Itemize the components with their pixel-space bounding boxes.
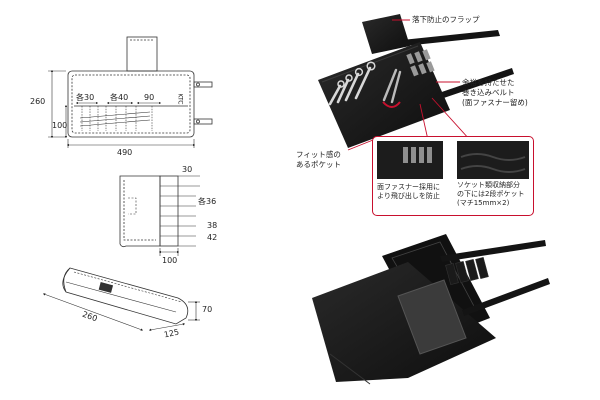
callout-pocket: フィット感の あるポケット [296, 150, 341, 169]
pocket-label-30: 各30 [76, 93, 95, 102]
top-view-drawing [48, 36, 213, 148]
flap-open-photo [312, 234, 550, 385]
top-body [67, 70, 195, 138]
photo2-bag-body [312, 262, 496, 382]
side-dim-each-36: 各36 [198, 197, 217, 206]
rolled-dimension-lines [42, 293, 200, 331]
photo-belt-lower [430, 68, 514, 102]
top-inner-height-label: 100 [52, 121, 68, 130]
side-dimension-lines [158, 175, 200, 256]
top-flap [126, 36, 158, 72]
tool-outlines [79, 111, 151, 127]
photo2-belt-upper [440, 240, 546, 262]
detail-photos [377, 141, 529, 179]
side-dim-30: 30 [182, 165, 193, 174]
callout-flap: 落下防止のフラップ [412, 15, 480, 24]
detail-photo-velcro [377, 141, 443, 179]
rolled-logo-plate [98, 282, 114, 293]
pliers [382, 68, 402, 104]
side-pocket-panel [159, 175, 179, 247]
rolled-height-label: 70 [202, 305, 213, 314]
open-bag-photo [318, 14, 514, 151]
callout-detail-right: ソケット類収納部分 の下には2段ポケット (マチ15mm×2) [457, 181, 525, 207]
pocket-label-90: 90 [144, 93, 155, 102]
side-dim-100: 100 [162, 256, 178, 265]
top-height-label: 260 [30, 97, 46, 106]
sockets [406, 49, 435, 77]
side-dim-42: 42 [207, 233, 218, 242]
side-view-drawing [119, 175, 200, 256]
photo2-belt-lower [462, 278, 550, 316]
wrench-heads [337, 61, 376, 88]
side-pocket-rows [160, 185, 178, 237]
top-belts [193, 81, 213, 125]
pocket-divider-lines [81, 106, 153, 131]
wrench-set [328, 66, 372, 106]
callout-belt: 余裕を持たせた 巻き込みベルト (面ファスナー留め) [462, 78, 528, 107]
top-width-label: 490 [117, 148, 133, 157]
side-body [119, 175, 161, 248]
photo2-socket-pockets [445, 256, 489, 286]
photo-bag-body [318, 42, 450, 148]
callout-detail-left: 面ファスナー採用に より飛び出しを防止 [377, 183, 440, 200]
photo-belt-upper [402, 30, 500, 46]
rolled-view-drawing [42, 267, 200, 331]
top-logo: KTC [176, 93, 184, 105]
photo-flap [362, 14, 410, 54]
side-dim-38: 38 [207, 221, 218, 230]
detail-sockets-left [403, 147, 432, 163]
detail-frame: 面ファスナー採用に より飛び出しを防止 ソケット類収納部分 の下には2段ポケット… [372, 136, 534, 216]
photo2-clear-pocket [397, 279, 467, 355]
pocket-label-40: 各40 [110, 93, 129, 102]
top-dimension-lines [48, 69, 196, 148]
